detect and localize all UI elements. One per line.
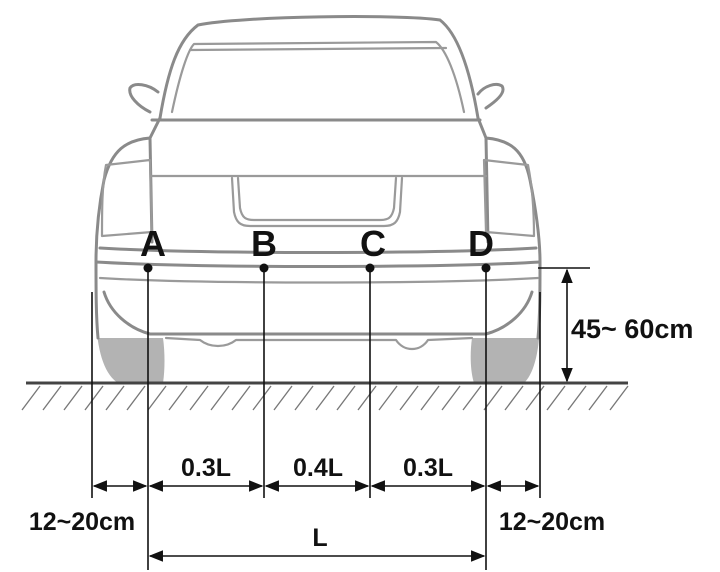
sensor-d: D	[468, 223, 494, 273]
sensor-b-dot	[259, 263, 269, 273]
hatch-mark	[588, 385, 608, 411]
car-rear-view	[94, 15, 542, 383]
sensor-a: A	[140, 223, 166, 273]
offset-left-label: 12~20cm	[29, 508, 135, 536]
hatch-mark	[63, 385, 83, 411]
hatch-mark	[378, 385, 398, 411]
hatch-mark	[252, 385, 272, 411]
hatch-mark	[210, 385, 230, 411]
hatch-mark	[336, 385, 356, 411]
hatch-mark	[546, 385, 566, 411]
hatch-mark	[189, 385, 209, 411]
spacing-cd-label: 0.3L	[403, 454, 453, 482]
sensor-a-dot	[143, 263, 153, 273]
hatch-mark	[441, 385, 461, 411]
hatch-mark	[315, 385, 335, 411]
hatch-mark	[21, 385, 41, 411]
right-tire	[470, 318, 540, 383]
hatch-mark	[126, 385, 146, 411]
left-tire	[96, 318, 165, 383]
height-dimension: 45~ 60cm	[538, 267, 693, 383]
spacing-dimensions: 0.3L 0.4L 0.3L 12~20cm 12~20cm	[29, 454, 605, 536]
hatch-mark	[147, 385, 167, 411]
total-width-label: L	[312, 524, 327, 552]
hatch-mark	[462, 385, 482, 411]
hatch-mark	[294, 385, 314, 411]
hatch-mark	[84, 385, 104, 411]
hatch-mark	[105, 385, 125, 411]
ground	[21, 381, 629, 411]
hatch-mark	[231, 385, 251, 411]
sensor-c-label: C	[360, 223, 386, 264]
height-label: 45~ 60cm	[571, 314, 693, 344]
sensor-b: B	[251, 223, 277, 273]
hatch-mark	[357, 385, 377, 411]
hatch-mark	[504, 385, 524, 411]
sensor-d-label: D	[468, 223, 494, 264]
sensor-a-label: A	[140, 223, 166, 264]
hatch-mark	[168, 385, 188, 411]
sensor-c-dot	[365, 263, 375, 273]
hatch-mark	[525, 385, 545, 411]
sensor-d-dot	[481, 263, 491, 273]
sensor-c: C	[360, 223, 386, 273]
hatch-mark	[609, 385, 629, 411]
hatch-mark	[42, 385, 62, 411]
hatch-mark	[567, 385, 587, 411]
sensor-b-label: B	[251, 223, 277, 264]
hatch-mark	[420, 385, 440, 411]
spacing-bc-label: 0.4L	[293, 454, 343, 482]
spacing-ab-label: 0.3L	[181, 454, 231, 482]
hatch-mark	[399, 385, 419, 411]
offset-right-label: 12~20cm	[499, 508, 605, 536]
hatch-mark	[273, 385, 293, 411]
hatch-mark	[483, 385, 503, 411]
ground-hatching	[21, 385, 629, 411]
total-width-dimension: L	[148, 524, 486, 562]
